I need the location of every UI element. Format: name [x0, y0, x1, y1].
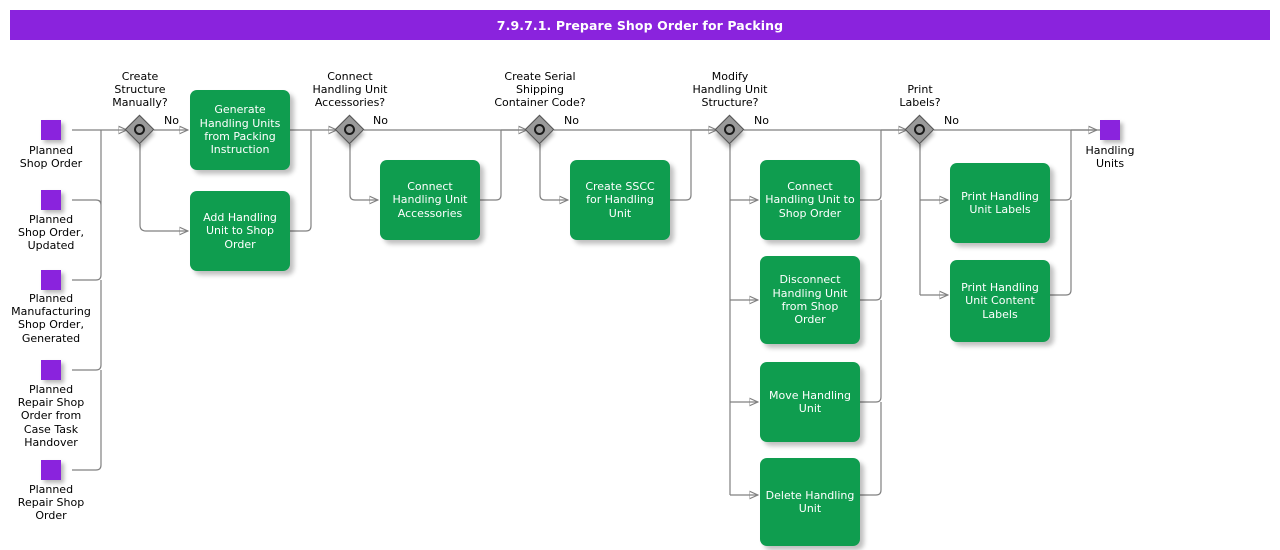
- data-object-label: Planned Shop Order: [19, 144, 83, 171]
- page-title: 7.9.7.1. Prepare Shop Order for Packing: [10, 10, 1270, 40]
- task-delete-handling-unit[interactable]: Delete Handling Unit: [760, 458, 860, 546]
- gateway-label: Create Structure Manually?: [112, 70, 168, 110]
- gateway-print-labels[interactable]: [904, 114, 935, 145]
- data-object-planned-repair-shop-order[interactable]: [41, 460, 61, 480]
- task-connect-handling-unit-to-shop-order[interactable]: Connect Handling Unit to Shop Order: [760, 160, 860, 240]
- data-object-label: Planned Shop Order, Updated: [18, 213, 84, 253]
- data-object-planned-shop-order[interactable]: [41, 120, 61, 140]
- gateway-label: Print Labels?: [899, 83, 941, 110]
- branch-label-no: No: [373, 114, 388, 127]
- data-object-planned-manufacturing-shop-order-generated[interactable]: [41, 270, 61, 290]
- gateway-label: Connect Handling Unit Accessories?: [312, 70, 388, 110]
- data-object-label: Planned Repair Shop Order: [17, 483, 85, 523]
- gateway-circle-icon: [343, 123, 355, 135]
- gateway-circle-icon: [533, 123, 545, 135]
- task-add-handling-unit-to-shop-order[interactable]: Add Handling Unit to Shop Order: [190, 191, 290, 271]
- task-move-handling-unit[interactable]: Move Handling Unit: [760, 362, 860, 442]
- gateway-label: Modify Handling Unit Structure?: [692, 70, 768, 110]
- data-object-label: Planned Manufacturing Shop Order, Genera…: [11, 292, 91, 345]
- data-object-planned-repair-shop-order-from-case-task-handover[interactable]: [41, 360, 61, 380]
- gateway-create-structure-manually[interactable]: [124, 114, 155, 145]
- branch-label-no: No: [754, 114, 769, 127]
- task-disconnect-handling-unit-from-shop-order[interactable]: Disconnect Handling Unit from Shop Order: [760, 256, 860, 344]
- task-create-sscc-for-handling-unit[interactable]: Create SSCC for Handling Unit: [570, 160, 670, 240]
- gateway-circle-icon: [913, 123, 925, 135]
- task-connect-handling-unit-accessories[interactable]: Connect Handling Unit Accessories: [380, 160, 480, 240]
- task-generate-handling-units-from-packing-instruction[interactable]: Generate Handling Units from Packing Ins…: [190, 90, 290, 170]
- branch-label-no: No: [164, 114, 179, 127]
- data-object-handling-units[interactable]: [1100, 120, 1120, 140]
- gateway-circle-icon: [133, 123, 145, 135]
- branch-label-no: No: [944, 114, 959, 127]
- gateway-circle-icon: [723, 123, 735, 135]
- gateway-modify-handling-unit-structure[interactable]: [714, 114, 745, 145]
- task-print-handling-unit-labels[interactable]: Print Handling Unit Labels: [950, 163, 1050, 243]
- data-object-label: Planned Repair Shop Order from Case Task…: [17, 383, 85, 449]
- gateway-label: Create Serial Shipping Container Code?: [494, 70, 586, 110]
- gateway-connect-handling-unit-accessories[interactable]: [334, 114, 365, 145]
- gateway-create-serial-shipping-container-code[interactable]: [524, 114, 555, 145]
- data-object-label: Handling Units: [1085, 144, 1135, 171]
- task-print-handling-unit-content-labels[interactable]: Print Handling Unit Content Labels: [950, 260, 1050, 342]
- data-object-planned-shop-order-updated[interactable]: [41, 190, 61, 210]
- branch-label-no: No: [564, 114, 579, 127]
